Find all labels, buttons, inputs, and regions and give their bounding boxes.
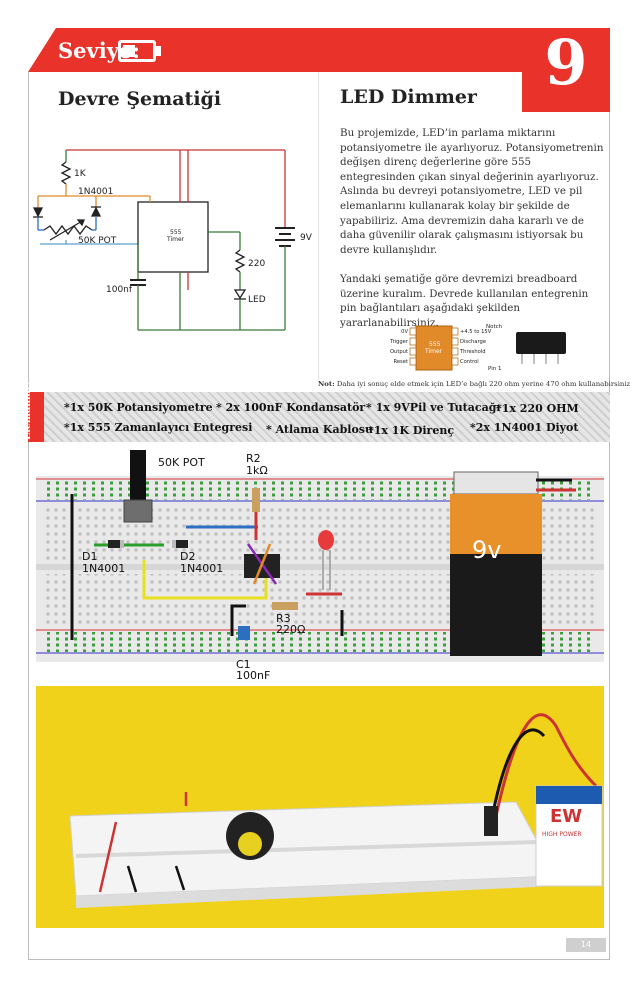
bb-d2-value: 1N4001 bbox=[180, 562, 223, 575]
ic-pinout-diagram: 555 Timer 0V Trigger Output Reset +4.5 t… bbox=[389, 324, 566, 372]
svg-text:+4.5 to 15V: +4.5 to 15V bbox=[460, 329, 492, 335]
circuit-photo: EW HIGH POWER bbox=[36, 686, 604, 928]
element-item: * 1x 9VPil ve Tutacağı bbox=[366, 401, 501, 414]
article-body: Bu projemizde, LED’in parlama miktarını … bbox=[340, 126, 608, 345]
column-divider bbox=[318, 72, 319, 380]
schematic-label-pot: 50K POT bbox=[78, 236, 117, 246]
article-paragraph-2: Yandaki şematiğe göre devremizi breadboa… bbox=[340, 272, 589, 329]
svg-text:Threshold: Threshold bbox=[459, 349, 486, 355]
photo-battery-brand: EW bbox=[550, 806, 582, 827]
schematic-ic-name: 555 bbox=[170, 229, 182, 236]
elements-band bbox=[28, 392, 610, 442]
schematic-label-cap: 100nf bbox=[106, 285, 133, 295]
svg-text:Output: Output bbox=[390, 349, 408, 355]
bb-c1-value: 100nF bbox=[236, 669, 271, 682]
svg-text:Discharge: Discharge bbox=[460, 339, 486, 345]
project-number: 9 bbox=[544, 26, 588, 99]
element-item: * 2x 100nF Kondansatör bbox=[216, 401, 366, 414]
note: Not: Daha iyi sonuç elde etmek için LED’… bbox=[318, 380, 630, 388]
photo-battery-text: HIGH POWER bbox=[542, 831, 582, 838]
schematic-label-9v: 9V bbox=[300, 233, 313, 243]
project-number-box bbox=[522, 28, 610, 112]
elements-tab bbox=[28, 392, 44, 442]
element-item: *2x 1N4001 Diyot bbox=[470, 421, 579, 434]
schematic-label-led: LED bbox=[248, 295, 266, 305]
svg-text:Reset: Reset bbox=[394, 359, 409, 365]
element-item: *1x 220 OHM bbox=[496, 402, 579, 415]
bb-c1-label: C1 bbox=[236, 658, 251, 668]
svg-text:0V: 0V bbox=[401, 329, 408, 335]
element-item: * Atlama Kablosu bbox=[266, 423, 373, 436]
bb-r3-value: 220Ω bbox=[276, 623, 305, 636]
schematic-label-1k: 1K bbox=[74, 169, 87, 179]
note-label: Not: bbox=[318, 380, 335, 388]
bb-d2-label: D2 bbox=[180, 550, 195, 563]
schematic-label-diode: 1N4001 bbox=[78, 187, 113, 197]
svg-text:555: 555 bbox=[429, 341, 441, 348]
schematic-title: Devre Şematiği bbox=[58, 88, 222, 110]
battery-level-icon bbox=[118, 40, 156, 62]
bb-r3-label: R3 bbox=[276, 612, 291, 625]
svg-text:Control: Control bbox=[460, 359, 479, 365]
photo-illustration: EW HIGH POWER bbox=[69, 713, 603, 908]
bb-battery-label: 9v bbox=[472, 536, 501, 564]
article-title: LED Dimmer bbox=[340, 86, 477, 108]
bb-d1-value: 1N4001 bbox=[82, 562, 125, 575]
svg-text:Timer: Timer bbox=[424, 348, 443, 355]
circuit-schematic: 1K 1N4001 50K POT 100nf 220 LED 9V 555 T… bbox=[32, 149, 313, 331]
breadboard-diagram: 50K POT R2 1kΩ D1 1N4001 D2 1N4001 R3 22… bbox=[36, 450, 604, 668]
bb-pot-label: 50K POT bbox=[158, 456, 205, 469]
element-item: *1x 555 Zamanlayıcı Entegresi bbox=[64, 421, 253, 434]
element-item: *1x 1K Direnç bbox=[368, 424, 455, 437]
article-paragraph-1: Bu projemizde, LED’in parlama miktarını … bbox=[340, 127, 604, 256]
header-corner bbox=[28, 28, 56, 72]
bb-d1-label: D1 bbox=[82, 550, 97, 563]
svg-text:Notch: Notch bbox=[486, 324, 503, 330]
svg-text:Pin 1: Pin 1 bbox=[488, 366, 501, 372]
elements-tab-label: Elemanlar: bbox=[22, 381, 33, 440]
schematic-ic-sub: Timer bbox=[166, 236, 185, 243]
svg-text:Trigger: Trigger bbox=[389, 339, 409, 345]
schematic-label-220: 220 bbox=[248, 259, 265, 269]
battery-fill bbox=[123, 45, 135, 57]
element-item: *1x 50K Potansiyometre bbox=[64, 401, 213, 414]
note-text: Daha iyi sonuç elde etmek için LED’e bağ… bbox=[336, 380, 631, 388]
page-number: 14 bbox=[566, 938, 606, 952]
battery-tip bbox=[156, 46, 161, 56]
bb-r2-label: R2 bbox=[246, 452, 261, 465]
bb-r2-value: 1kΩ bbox=[246, 464, 268, 477]
